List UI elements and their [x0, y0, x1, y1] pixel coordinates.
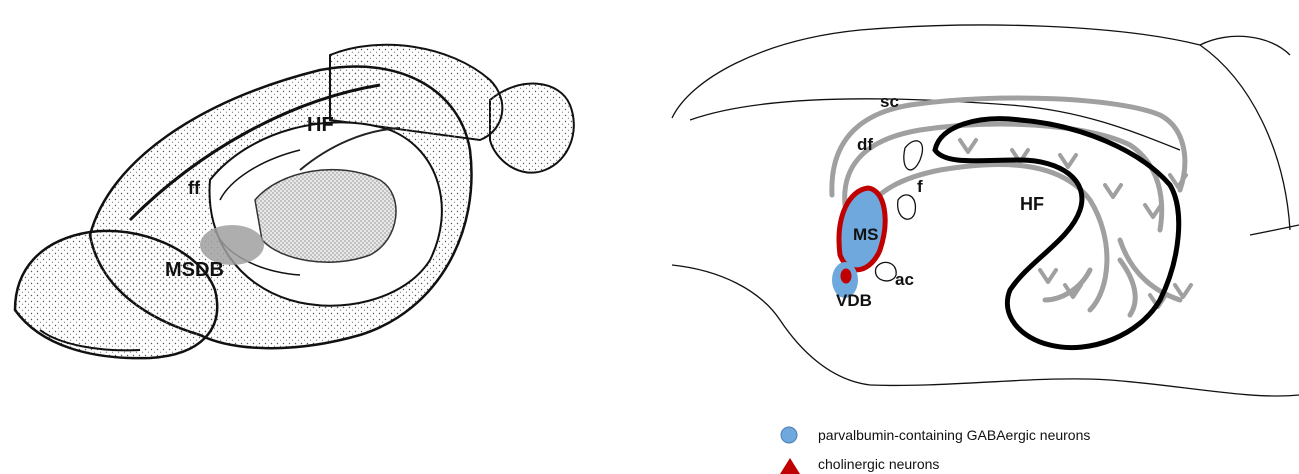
red-triangle-icon — [780, 458, 800, 474]
df-label: df — [857, 135, 873, 154]
sc-label: sc — [880, 92, 899, 111]
legend: parvalbumin-containing GABAergic neurons… — [780, 427, 1090, 474]
brain-illustration — [15, 45, 574, 358]
legend-item-gaba: parvalbumin-containing GABAergic neurons — [818, 427, 1090, 443]
ms-label: MS — [853, 225, 879, 244]
blue-circle-icon — [781, 427, 797, 443]
hf-label-right: HF — [1020, 194, 1044, 214]
f-label: f — [917, 177, 923, 196]
ff-label: ff — [188, 178, 201, 198]
legend-item-cholinergic: cholinergic neurons — [818, 456, 939, 472]
msdb-label: MSDB — [165, 259, 224, 281]
hf-label-left: HF — [307, 114, 334, 136]
sagittal-schematic — [672, 25, 1299, 396]
ac-label: ac — [895, 270, 914, 289]
vdb-label: VDB — [836, 291, 872, 310]
vdb-cholinergic-core — [841, 269, 851, 283]
